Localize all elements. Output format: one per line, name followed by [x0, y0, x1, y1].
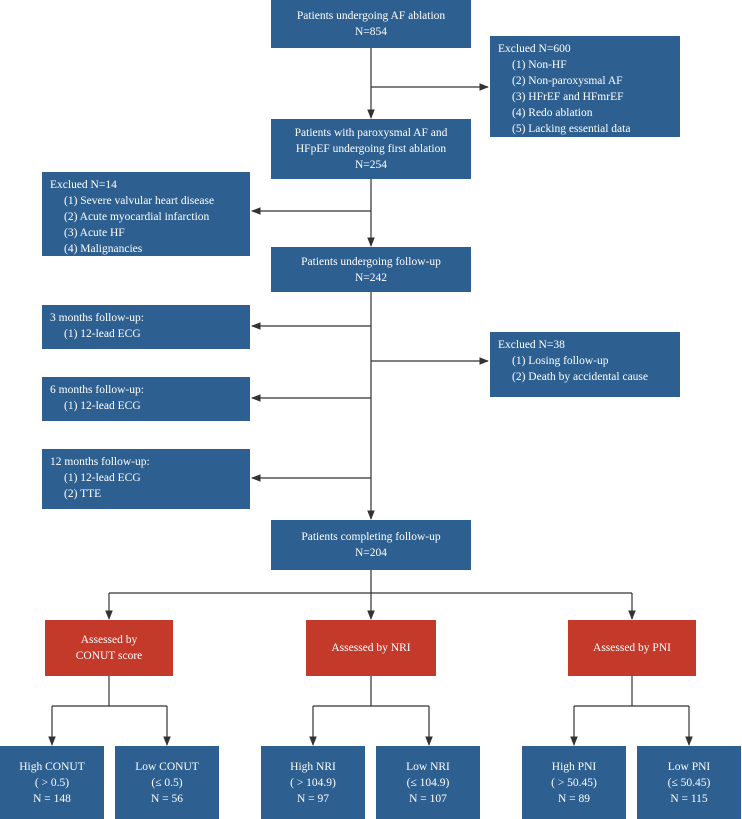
group-threshold: ( > 50.45)	[551, 776, 597, 789]
box-count: N=254	[354, 159, 388, 171]
box-6-months-followup: 6 months follow-up: (1) 12-lead ECG	[42, 377, 250, 421]
box-line: CONUT score	[75, 650, 143, 662]
group-threshold: (≤ 104.9)	[406, 776, 450, 789]
box-assessed-by-pni: Assessed by PNI	[568, 620, 696, 676]
exclusion-item: (1) Non-HF	[512, 59, 567, 71]
box-low-pni: Low PNI (≤ 50.45) N = 115	[637, 746, 741, 819]
box-patients-undergoing-followup: Patients undergoing follow-up N=242	[271, 247, 471, 292]
group-count: N = 56	[150, 792, 184, 805]
box-line: Patients undergoing follow-up	[301, 255, 441, 268]
box-count: N=854	[354, 26, 388, 38]
box-excluded-600: Exclued N=600 (1) Non-HF (2) Non-paroxys…	[490, 36, 680, 137]
group-threshold: (≤ 50.45)	[667, 776, 711, 789]
box-title: Exclued N=600	[498, 43, 571, 55]
box-low-conut: Low CONUT (≤ 0.5) N = 56	[115, 746, 219, 819]
box-line: Patients undergoing AF ablation	[296, 10, 446, 22]
box-count: N=242	[354, 271, 388, 284]
box-line: Patients with paroxysmal AF and	[294, 127, 448, 139]
exclusion-item: (2) Death by accidental cause	[512, 371, 649, 383]
exclusion-item: (4) Redo ablation	[512, 107, 593, 119]
box-title: 12 months follow-up:	[50, 456, 150, 468]
box-low-nri: Low NRI (≤ 104.9) N = 107	[376, 746, 480, 819]
box-high-nri: High NRI ( > 104.9) N = 97	[261, 746, 365, 819]
exclusion-item: (3) HFrEF and HFmrEF	[512, 91, 624, 103]
group-label: Low CONUT	[135, 760, 199, 773]
followup-item: (1) 12-lead ECG	[64, 328, 141, 340]
box-high-conut: High CONUT ( > 0.5) N = 148	[0, 746, 104, 819]
box-high-pni: High PNI ( > 50.45) N = 89	[522, 746, 626, 819]
box-line: Assessed by	[80, 634, 138, 646]
group-count: N = 148	[33, 792, 71, 805]
exclusion-item: (5) Lacking essential data	[512, 123, 631, 135]
group-label: High NRI	[290, 760, 336, 773]
box-line: Patients completing follow-up	[301, 531, 441, 543]
exclusion-item: (2) Non-paroxysmal AF	[512, 75, 623, 87]
exclusion-item: (2) Acute myocardial infarction	[64, 211, 210, 223]
exclusion-item: (1) Severe valvular heart disease	[64, 195, 215, 207]
group-label: Low NRI	[406, 760, 450, 773]
box-count: N=204	[354, 547, 388, 559]
box-12-months-followup: 12 months follow-up: (1) 12-lead ECG (2)…	[42, 449, 250, 509]
followup-item: (2) TTE	[64, 488, 102, 500]
exclusion-item: (1) Losing follow-up	[512, 355, 609, 367]
box-title: Exclued N=14	[50, 179, 117, 191]
group-threshold: ( > 0.5)	[34, 776, 70, 789]
box-excluded-38: Exclued N=38 (1) Losing follow-up (2) De…	[490, 332, 680, 397]
box-title: Exclued N=38	[498, 339, 565, 351]
group-count: N = 97	[296, 792, 330, 805]
group-count: N = 107	[409, 792, 447, 805]
box-3-months-followup: 3 months follow-up: (1) 12-lead ECG	[42, 305, 250, 349]
followup-item: (1) 12-lead ECG	[64, 472, 141, 484]
group-threshold: (≤ 0.5)	[151, 776, 183, 789]
box-line: Assessed by PNI	[593, 642, 671, 654]
box-title: 3 months follow-up:	[50, 312, 144, 324]
group-label: High PNI	[551, 760, 597, 773]
group-count: N = 89	[557, 792, 591, 805]
group-threshold: ( > 104.9)	[290, 776, 336, 789]
followup-item: (1) 12-lead ECG	[64, 400, 141, 412]
exclusion-item: (3) Acute HF	[64, 227, 125, 239]
box-excluded-14: Exclued N=14 (1) Severe valvular heart d…	[42, 172, 250, 256]
group-count: N = 115	[670, 792, 708, 805]
group-label: Low PNI	[667, 760, 711, 773]
box-line: HFpEF undergoing first ablation	[295, 143, 447, 155]
box-paroxysmal-af-hfpef: Patients with paroxysmal AF and HFpEF un…	[271, 119, 471, 179]
box-title: 6 months follow-up:	[50, 384, 144, 396]
exclusion-item: (4) Malignancies	[64, 243, 143, 255]
group-label: High CONUT	[19, 760, 85, 773]
box-assessed-by-conut: Assessed by CONUT score	[45, 620, 173, 676]
box-patients-undergoing-ablation: Patients undergoing AF ablation N=854	[271, 0, 471, 48]
box-patients-completing-followup: Patients completing follow-up N=204	[271, 520, 471, 570]
box-assessed-by-nri: Assessed by NRI	[306, 620, 436, 676]
box-line: Assessed by NRI	[331, 642, 411, 654]
